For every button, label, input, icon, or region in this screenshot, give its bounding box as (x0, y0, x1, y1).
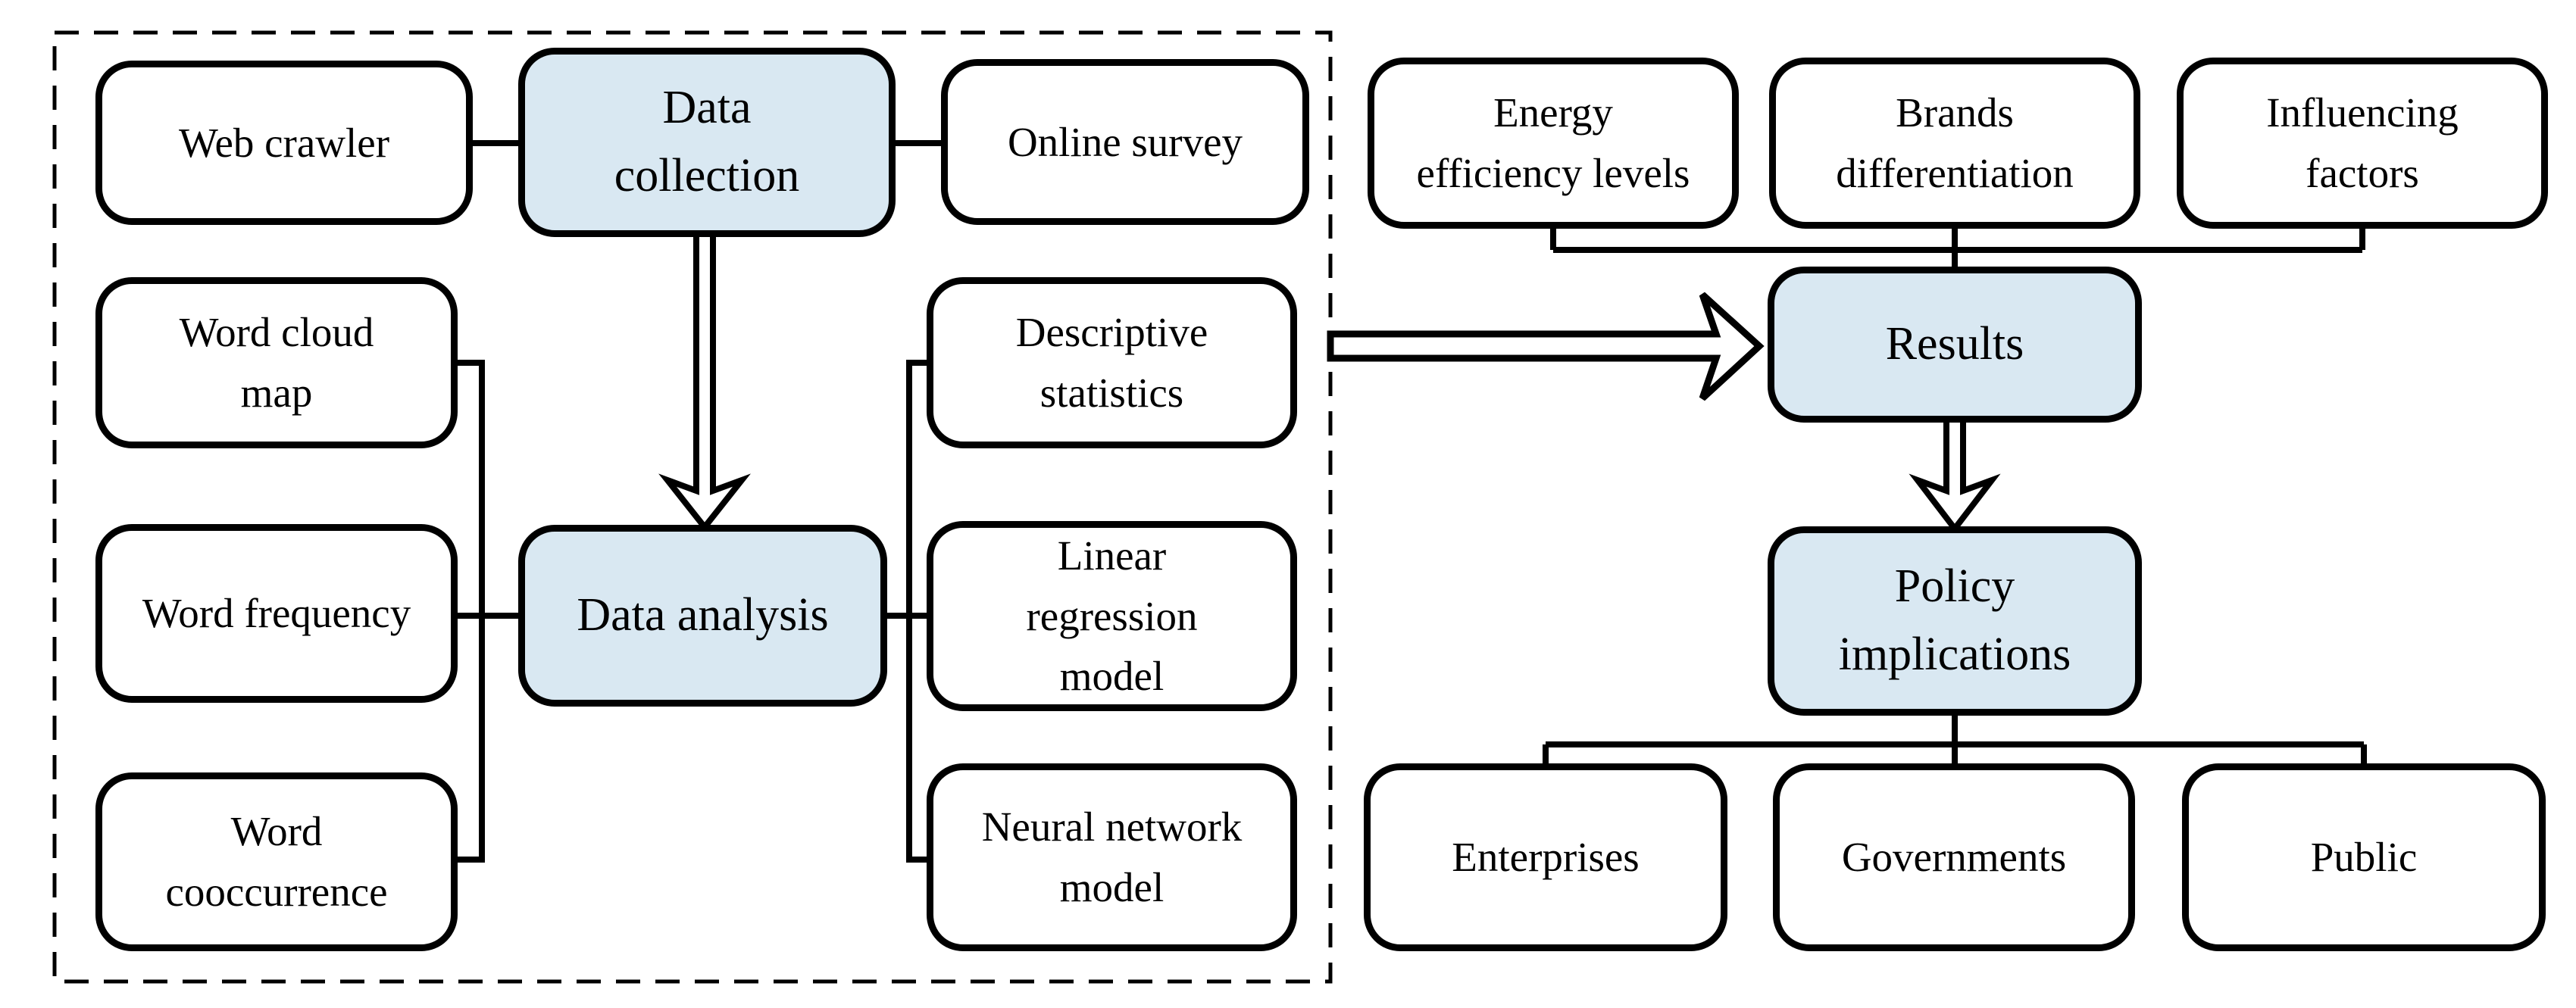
connector-right-bracket (887, 360, 927, 863)
node-word-cloud-map: Word cloud map (95, 277, 458, 448)
node-online-survey: Online survey (941, 59, 1309, 225)
connector-topics-results-bracket (1550, 229, 2365, 267)
node-energy-efficiency-levels: Energy efficiency levels (1368, 58, 1739, 229)
node-public: Public (2182, 763, 2546, 951)
arrow-analysis-to-results (1327, 292, 1765, 401)
node-policy-implications: Policy implications (1768, 526, 2142, 716)
connector-left-bracket (458, 360, 518, 863)
left-panel-dashed-border (52, 30, 1333, 984)
node-neural-network-model: Neural network model (927, 763, 1297, 951)
node-data-collection: Data collection (518, 48, 896, 237)
node-data-analysis: Data analysis (518, 525, 887, 707)
node-enterprises: Enterprises (1364, 763, 1727, 951)
arrow-datacollection-to-dataanalysis (658, 237, 751, 532)
node-results: Results (1768, 267, 2142, 423)
node-brands-differentiation: Brands differentiation (1769, 58, 2140, 229)
node-influencing-factors: Influencing factors (2177, 58, 2548, 229)
node-web-crawler: Web crawler (95, 61, 473, 225)
connector-policy-audiences-bracket (1543, 716, 2367, 763)
node-linear-regression-model: Linear regression model (927, 521, 1297, 711)
node-descriptive-statistics: Descriptive statistics (927, 277, 1297, 448)
node-word-cooccurrence: Word cooccurrence (95, 772, 458, 951)
node-word-frequency: Word frequency (95, 524, 458, 703)
node-governments: Governments (1773, 763, 2135, 951)
arrow-results-to-policy (1909, 421, 2001, 534)
